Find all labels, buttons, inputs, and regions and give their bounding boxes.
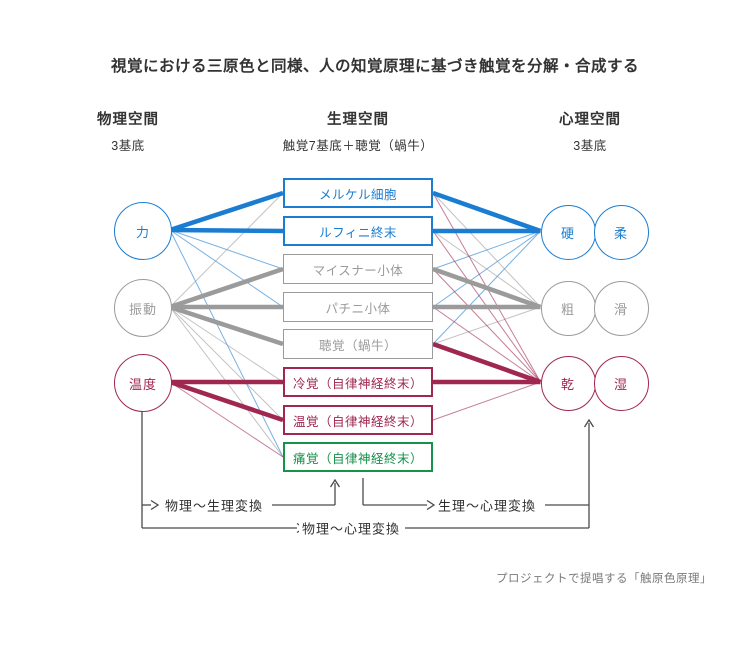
edge-vibration-meissner bbox=[169, 266, 284, 310]
column-title: 生理空間 bbox=[327, 112, 389, 128]
flow-arrowhead-1 bbox=[329, 478, 341, 488]
flow-label-phys-physio: 物理～生理変換 bbox=[161, 495, 267, 515]
node-temperature: 温度 bbox=[114, 354, 172, 412]
edge-force-pain bbox=[169, 229, 284, 458]
column-header-psychological: 心理空間 3基底 bbox=[460, 108, 720, 154]
node-hard: 硬 bbox=[540, 204, 596, 260]
node-vibration: 振動 bbox=[114, 279, 172, 337]
edge-meissner-rough bbox=[432, 266, 542, 310]
node-rough: 粗 bbox=[540, 280, 596, 336]
edge-force-ruffini bbox=[169, 227, 284, 234]
column-subtitle: 3基底 bbox=[111, 139, 145, 153]
edge-vibration-cold bbox=[169, 306, 284, 383]
edge-merkel-hard bbox=[432, 190, 542, 234]
column-subtitle: 触覚7基底＋聴覚（蝸牛） bbox=[282, 139, 434, 153]
edge-meissner-dry bbox=[432, 268, 541, 383]
edge-temperature-pain bbox=[169, 381, 284, 458]
node-ruffini: ルフィニ終末 bbox=[283, 216, 433, 246]
edge-vibration-cochlea bbox=[169, 304, 284, 347]
edge-ruffini-rough bbox=[432, 230, 541, 308]
flow-label-physio-psych: 生理～心理変換 bbox=[434, 495, 540, 515]
node-merkel: メルケル細胞 bbox=[283, 178, 433, 208]
flow-arrowhead-2 bbox=[426, 499, 436, 511]
node-cochlea: 聴覚（蝸牛） bbox=[283, 329, 433, 359]
column-subtitle: 3基底 bbox=[573, 139, 607, 153]
node-wet: 湿 bbox=[593, 355, 649, 411]
flow-arrowhead-0 bbox=[150, 499, 160, 511]
edge-warm-dry bbox=[432, 381, 541, 421]
edge-force-merkel bbox=[169, 190, 284, 233]
node-force: 力 bbox=[114, 202, 172, 260]
edge-vibration-warm bbox=[169, 306, 284, 421]
node-smooth: 滑 bbox=[593, 280, 649, 336]
node-meissner: マイスナー小体 bbox=[283, 254, 433, 284]
column-title: 心理空間 bbox=[559, 112, 621, 128]
flow-label-phys-psych: 物理～心理変換 bbox=[298, 518, 404, 538]
diagram-title: 視覚における三原色と同様、人の知覚原理に基づき触覚を分解・合成する bbox=[110, 58, 639, 75]
node-pain: 痛覚（自律神経終末） bbox=[283, 442, 433, 472]
column-title: 物理空間 bbox=[97, 112, 159, 128]
edge-force-pacini bbox=[169, 229, 284, 308]
column-header-physical: 物理空間 3基底 bbox=[0, 108, 258, 154]
node-pacini: パチニ小体 bbox=[283, 292, 433, 322]
node-warm: 温覚（自律神経終末） bbox=[283, 405, 433, 435]
node-dry: 乾 bbox=[540, 355, 596, 411]
node-cold: 冷覚（自律神経終末） bbox=[283, 367, 433, 397]
edge-merkel-rough bbox=[432, 192, 541, 308]
credit-text: プロジェクトで提唱する「触原色原理」 bbox=[496, 573, 712, 585]
flow-arrowhead-3 bbox=[583, 418, 595, 428]
edge-pacini-dry bbox=[432, 306, 541, 383]
edge-cochlea-dry bbox=[432, 341, 542, 385]
edge-temperature-warm bbox=[169, 379, 284, 423]
node-soft: 柔 bbox=[593, 204, 649, 260]
edge-vibration-merkel bbox=[169, 192, 284, 308]
column-header-physiological: 生理空間 触覚7基底＋聴覚（蝸牛） bbox=[228, 108, 488, 154]
